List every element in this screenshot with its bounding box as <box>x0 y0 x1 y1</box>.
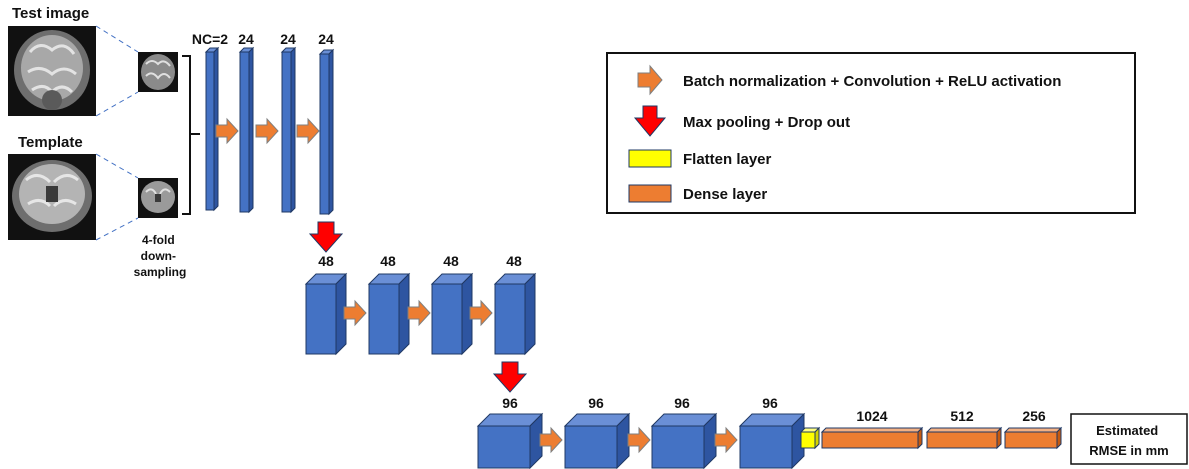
stage2-layer-2 <box>368 283 400 355</box>
input-bracket <box>182 55 200 215</box>
dense-layer-2-side <box>996 426 1002 450</box>
template-image-small <box>138 178 178 218</box>
stage2-label-1: 48 <box>318 253 334 269</box>
template-label: Template <box>18 134 83 151</box>
output-label: Estimated RMSE in mm <box>1089 423 1168 458</box>
dense-layer-2 <box>926 431 998 449</box>
stage1-label-2: 24 <box>238 31 254 47</box>
stage1-label-3: 24 <box>280 31 296 47</box>
stage2-label-3: 48 <box>443 253 459 269</box>
dense-layer-1-top <box>820 427 924 433</box>
dense-section: 1024 512 256 <box>856 408 1045 424</box>
stage1-label-1: NC=2 <box>192 31 228 47</box>
stage2-layer-1 <box>305 283 337 355</box>
legend-conv-arrow-icon <box>637 64 663 96</box>
stage1-label-4: 24 <box>318 31 334 47</box>
legend-pool-label: Max pooling + Drop out <box>683 114 850 131</box>
stage3-conv-arrow-3 <box>714 426 738 454</box>
legend-flatten-swatch <box>628 149 672 168</box>
dense-label-1: 1024 <box>856 408 887 424</box>
stage-3: 96 96 96 96 <box>502 395 778 411</box>
stage1-layer-4 <box>319 53 330 215</box>
flatten-layer <box>800 431 816 449</box>
output-line-1: Estimated <box>1096 423 1158 438</box>
dense-layer-1-side <box>917 426 923 450</box>
downsampling-line-2: down- <box>141 249 176 263</box>
test-image-large <box>8 26 96 116</box>
stage-1: NC=2 24 24 24 <box>192 31 334 47</box>
stage1-layer-2-side <box>248 46 254 214</box>
stage1-conv-arrow-3 <box>296 117 320 145</box>
stage1-layer-3 <box>281 51 292 213</box>
stage1-layer-4-side <box>328 48 334 216</box>
stage3-label-2: 96 <box>588 395 604 411</box>
stage2-label-2: 48 <box>380 253 396 269</box>
legend: Batch normalization + Convolution + ReLU… <box>606 52 1136 214</box>
test-image-label: Test image <box>12 5 89 22</box>
test-image-small <box>138 52 178 92</box>
dense-layer-3 <box>1004 431 1058 449</box>
stage-2: 48 48 48 48 <box>318 253 522 269</box>
template-image-large <box>8 154 96 240</box>
stage2-layer-3 <box>431 283 463 355</box>
pool-arrow-1 <box>308 221 344 253</box>
legend-dense-swatch <box>628 184 672 203</box>
dense-label-3: 256 <box>1022 408 1046 424</box>
stage3-layer-1 <box>477 425 531 469</box>
stage1-layer-3-side <box>290 46 296 214</box>
stage2-layer-4 <box>494 283 526 355</box>
pool-arrow-2 <box>492 361 528 393</box>
dense-layer-3-side <box>1056 426 1062 450</box>
dense-label-2: 512 <box>950 408 974 424</box>
stage2-conv-arrow-3 <box>469 299 493 327</box>
legend-pool-arrow-icon <box>633 105 667 137</box>
flatten-layer-side <box>814 426 820 450</box>
stage3-label-3: 96 <box>674 395 690 411</box>
legend-conv-label: Batch normalization + Convolution + ReLU… <box>683 73 1061 90</box>
downsampling-line-3: sampling <box>134 265 187 279</box>
stage3-layer-3 <box>651 425 705 469</box>
dense-layer-3-top <box>1003 427 1063 433</box>
legend-dense-label: Dense layer <box>683 186 767 203</box>
stage1-layer-1 <box>205 51 215 211</box>
stage1-conv-arrow-1 <box>215 117 239 145</box>
legend-flatten-label: Flatten layer <box>683 151 772 168</box>
network-shapes <box>204 46 1063 469</box>
stage3-conv-arrow-1 <box>539 426 563 454</box>
stage2-conv-arrow-1 <box>343 299 367 327</box>
stage3-label-1: 96 <box>502 395 518 411</box>
stage3-label-4: 96 <box>762 395 778 411</box>
stage1-conv-arrow-2 <box>255 117 279 145</box>
dense-layer-2-top <box>925 427 1003 433</box>
downsampling-label: 4-fold down- sampling <box>134 233 187 279</box>
stage3-layer-2 <box>564 425 618 469</box>
stage2-layer-4-side <box>524 272 536 356</box>
stage2-conv-arrow-2 <box>407 299 431 327</box>
stage3-layer-4 <box>739 425 793 469</box>
stage3-conv-arrow-2 <box>627 426 651 454</box>
stage2-label-4: 48 <box>506 253 522 269</box>
dense-layer-1 <box>821 431 919 449</box>
output-line-2: RMSE in mm <box>1089 443 1168 458</box>
stage1-layer-2 <box>239 51 250 213</box>
output-box: Estimated RMSE in mm <box>1070 413 1188 465</box>
legend-box <box>606 52 1136 214</box>
downsampling-line-1: 4-fold <box>142 233 175 247</box>
